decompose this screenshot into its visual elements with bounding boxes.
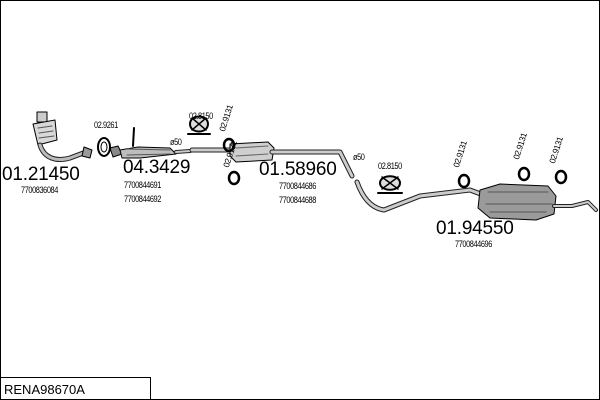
front-pipe-part xyxy=(109,127,192,159)
hardware-code-clamp-rear: 02.8150 xyxy=(378,161,402,171)
diameter-label-front: ø50 xyxy=(170,137,182,147)
clamp-02-8150-rear xyxy=(377,175,403,194)
part-code-front-pipe: 04.3429 xyxy=(123,157,191,178)
hanger-02-9131-b xyxy=(227,170,241,186)
diameter-label-rear: ø50 xyxy=(353,152,365,162)
hanger-02-9131-d xyxy=(517,166,531,182)
part-code-downpipe: 01.21450 xyxy=(2,164,80,185)
downpipe-catalyst-part xyxy=(32,111,93,162)
part-ref-intermediate-pipe-2: 7700844688 xyxy=(279,195,316,205)
clamp-02-8150-front xyxy=(187,115,211,135)
part-ref-front-pipe-1: 7700844691 xyxy=(124,180,161,190)
part-ref-rear-muffler: 7700844696 xyxy=(455,239,492,249)
hanger-02-9131-c xyxy=(457,173,471,189)
title-box: RENA98670A xyxy=(0,377,151,399)
part-code-rear-muffler: 01.94550 xyxy=(436,218,514,239)
hanger-02-9131-a xyxy=(222,137,236,153)
part-ref-intermediate-pipe-1: 7700844686 xyxy=(279,181,316,191)
hardware-code-gasket: 02.9261 xyxy=(94,120,118,130)
diagram-title: RENA98670A xyxy=(4,382,85,397)
part-ref-front-pipe-2: 7700844692 xyxy=(124,194,161,204)
hanger-02-9131-e xyxy=(554,169,568,185)
rear-pipe-muffler-part xyxy=(354,179,598,221)
part-ref-downpipe: 7700836084 xyxy=(21,185,58,195)
gasket-02-9261 xyxy=(97,137,111,157)
hardware-code-clamp-front: 02.8150 xyxy=(189,111,213,121)
part-code-intermediate-pipe: 01.58960 xyxy=(259,159,337,180)
